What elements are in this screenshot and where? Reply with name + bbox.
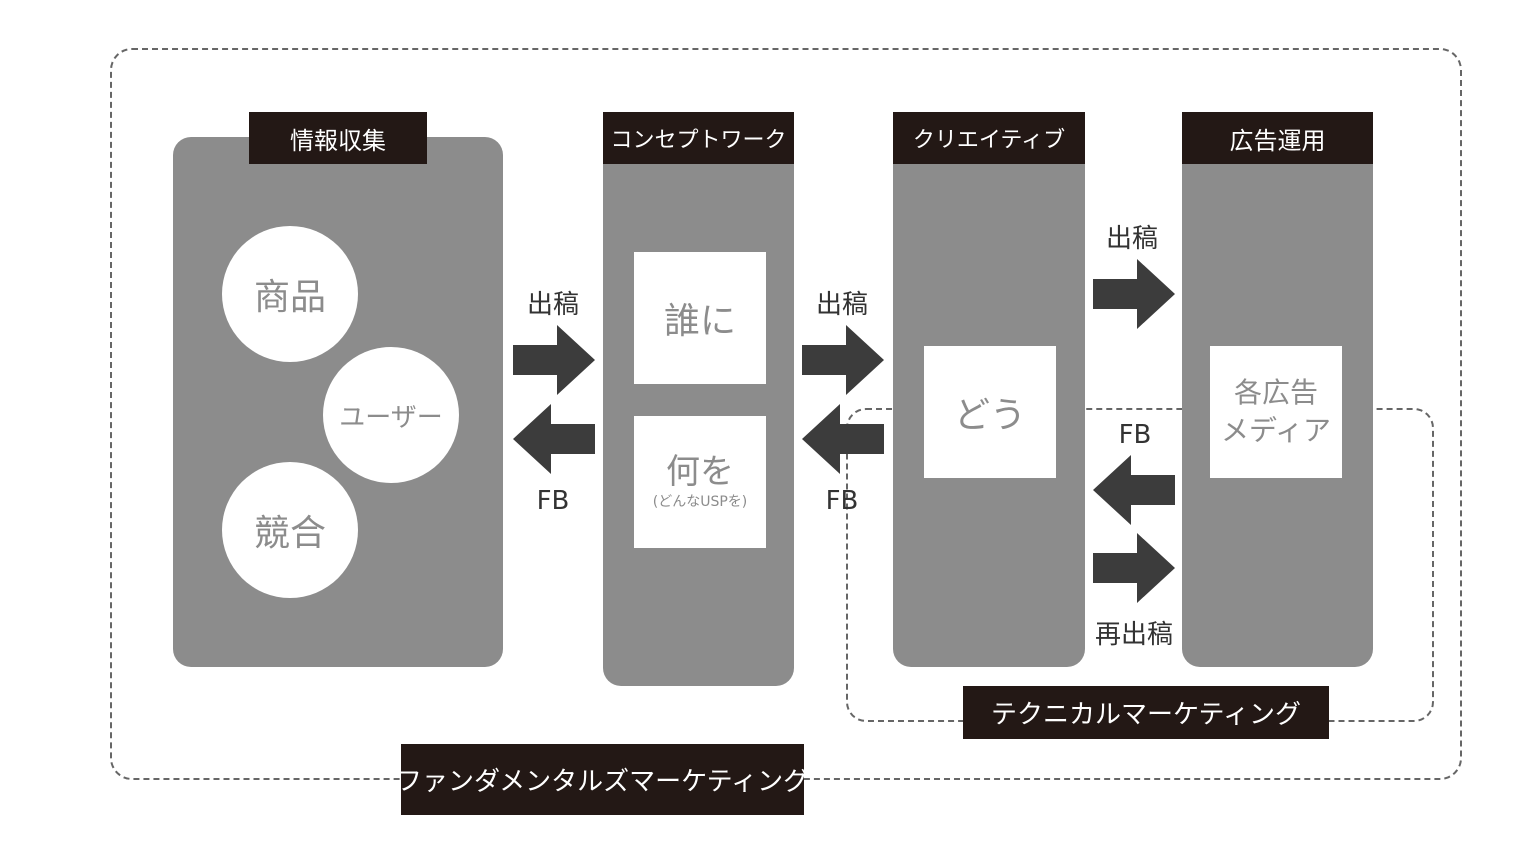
flow-c-repost-label: 再出稿 [1094,620,1173,650]
flow-c-back-label: FB [1118,420,1152,450]
product-circle: 商品 [222,226,358,362]
flow-c-forward-label: 出稿 [1105,224,1158,254]
flow-a-forward-label: 出稿 [526,290,579,320]
fundamental-marketing-banner: ファンダメンタルズマーケティング [396,744,809,815]
user-circle: ユーザー [323,347,459,483]
concept-work-header: コンセプトワーク [603,112,794,164]
left-arrow-icon [802,404,884,474]
right-arrow-icon [1093,533,1175,603]
ad-media-box: 各広告 メディア [1210,346,1342,478]
what-label: 何を [666,452,734,492]
competitor-label: 競合 [253,513,326,554]
right-arrow-icon [513,325,595,395]
creative-header: クリエイティブ [893,112,1085,164]
right-arrow-icon [1093,259,1175,329]
technical-marketing-banner: テクニカルマーケティング [963,686,1329,739]
info-gathering-header: 情報収集 [249,112,427,164]
flow-b-forward-label: 出稿 [815,290,868,320]
to-whom-label: 誰に [663,301,736,342]
ad-media-label-line1: 各広告 [1233,376,1318,409]
flow-b-back-label: FB [825,486,859,516]
product-label: 商品 [253,277,326,318]
user-label: ユーザー [339,402,443,433]
left-arrow-icon [513,404,595,474]
what-box: 何を (どんなUSPを) [634,416,766,548]
left-arrow-icon [1093,455,1175,525]
to-whom-box: 誰に [634,252,766,384]
flow-a-back-label: FB [536,486,570,516]
right-arrow-icon [802,325,884,395]
ad-operation-header: 広告運用 [1182,112,1373,164]
how-label: どう [953,395,1026,436]
what-sublabel: (どんなUSPを) [652,494,748,510]
concept-work-column [603,140,794,686]
competitor-circle: 競合 [222,462,358,598]
ad-media-label-line2: メディア [1220,414,1332,447]
how-box: どう [924,346,1056,478]
